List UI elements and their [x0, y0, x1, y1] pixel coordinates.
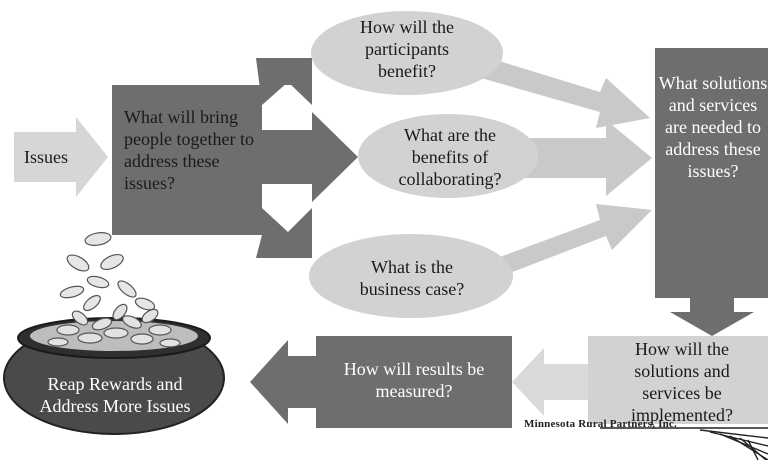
bring-together-box [112, 85, 262, 235]
branch-arrow-middle [262, 112, 358, 202]
arrow-collaborating-to-solutions [520, 120, 652, 196]
issues-label: Issues [24, 147, 68, 167]
bring-together-text: What will bring people together to addre… [124, 107, 254, 193]
arrow-business-to-solutions [470, 204, 652, 286]
pot-label: Reap Rewards and Address More Issues [39, 374, 191, 416]
participants-ellipse [311, 11, 503, 95]
arrow-participants-to-solutions [460, 52, 650, 128]
issues-arrow [14, 117, 108, 197]
implemented-box [588, 336, 768, 424]
arrow-implemented-to-measured [512, 348, 588, 416]
logo-rays-graphic [600, 427, 768, 460]
branch-arrow-top-head [256, 58, 312, 105]
arrow-measured-to-pot [250, 340, 316, 424]
falling-coins [59, 232, 156, 312]
branch-arrow-bottom [256, 208, 312, 258]
implemented-text: How will the solutions and services be i… [631, 339, 733, 425]
arrow-solutions-to-implemented [670, 298, 754, 336]
measured-box [316, 336, 512, 428]
measured-text: How will results be measured? [343, 359, 485, 401]
collaborating-ellipse [358, 114, 538, 198]
solutions-box [655, 48, 768, 298]
business-text: What is the business case? [359, 257, 465, 299]
solutions-text: What solutions and services are needed t… [658, 73, 768, 181]
collaborating-text: What are the benefits of collaborating? [398, 125, 502, 189]
business-ellipse [309, 234, 513, 318]
participants-text: How will the participants benefit? [360, 17, 454, 81]
coin-pile [47, 303, 181, 348]
logo-text: Minnesota Rural Partners, Inc. [524, 418, 677, 430]
